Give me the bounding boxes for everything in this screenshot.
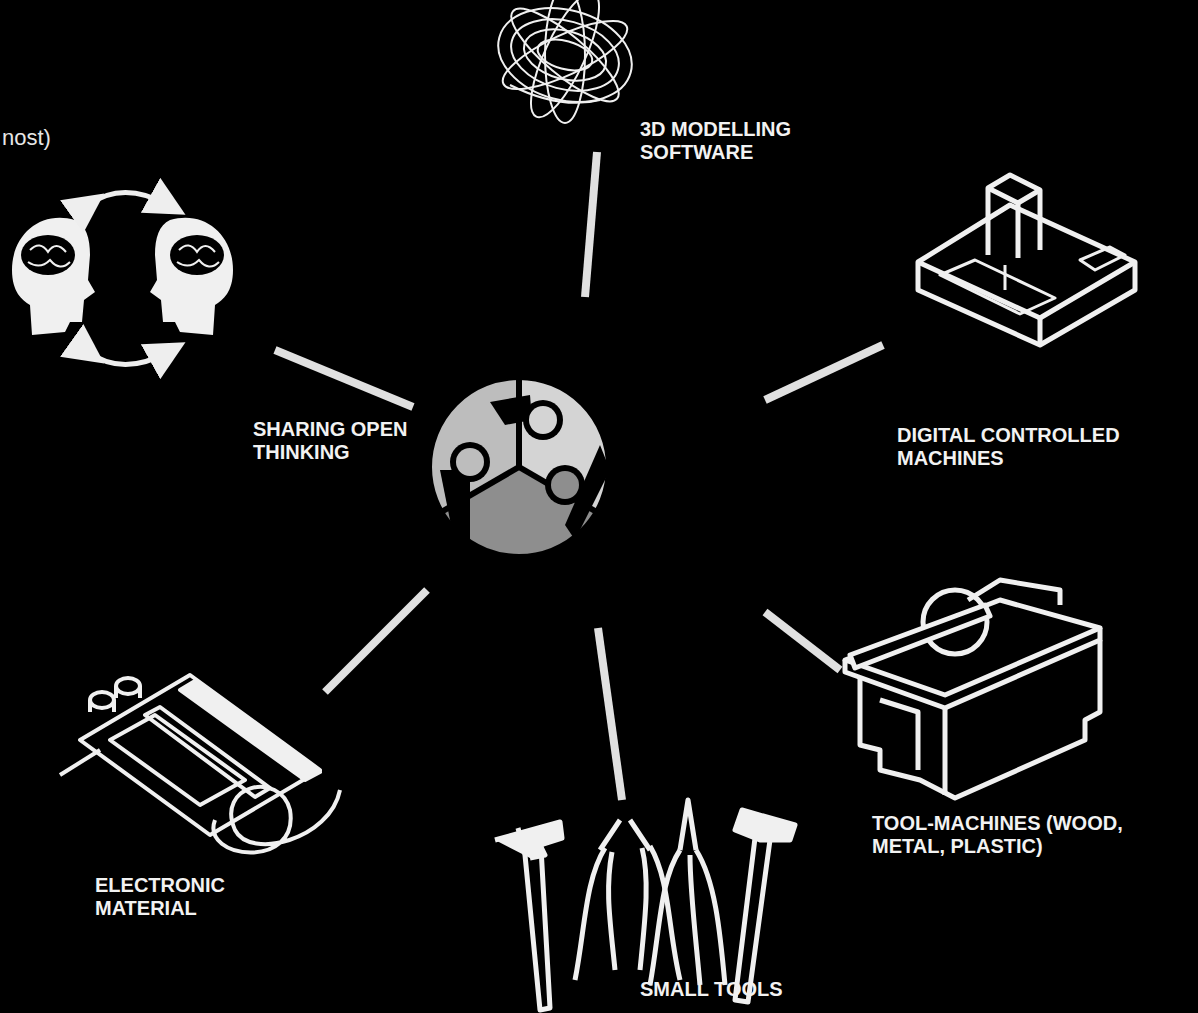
- table-saw-icon: [845, 580, 1100, 798]
- item-label: SMALL TOOLS: [640, 978, 840, 1001]
- item-label: SHARING OPEN THINKING: [253, 418, 468, 464]
- cut-note: nost): [2, 126, 122, 149]
- item-label: DIGITAL CONTROLLED MACHINES: [897, 424, 1189, 470]
- spokes: [275, 152, 883, 800]
- item-label: TOOL-MACHINES (WOOD, METAL, PLASTIC): [872, 812, 1188, 858]
- item-label: ELECTRONIC MATERIAL: [95, 874, 275, 920]
- heads-icon: [12, 193, 233, 365]
- torus-icon: [488, 0, 643, 125]
- fablab-logo: [431, 379, 610, 555]
- circuit-board-icon: [60, 675, 340, 853]
- cnc-machine-icon: [918, 175, 1135, 345]
- item-label: 3D MODELLING SOFTWARE: [640, 118, 870, 164]
